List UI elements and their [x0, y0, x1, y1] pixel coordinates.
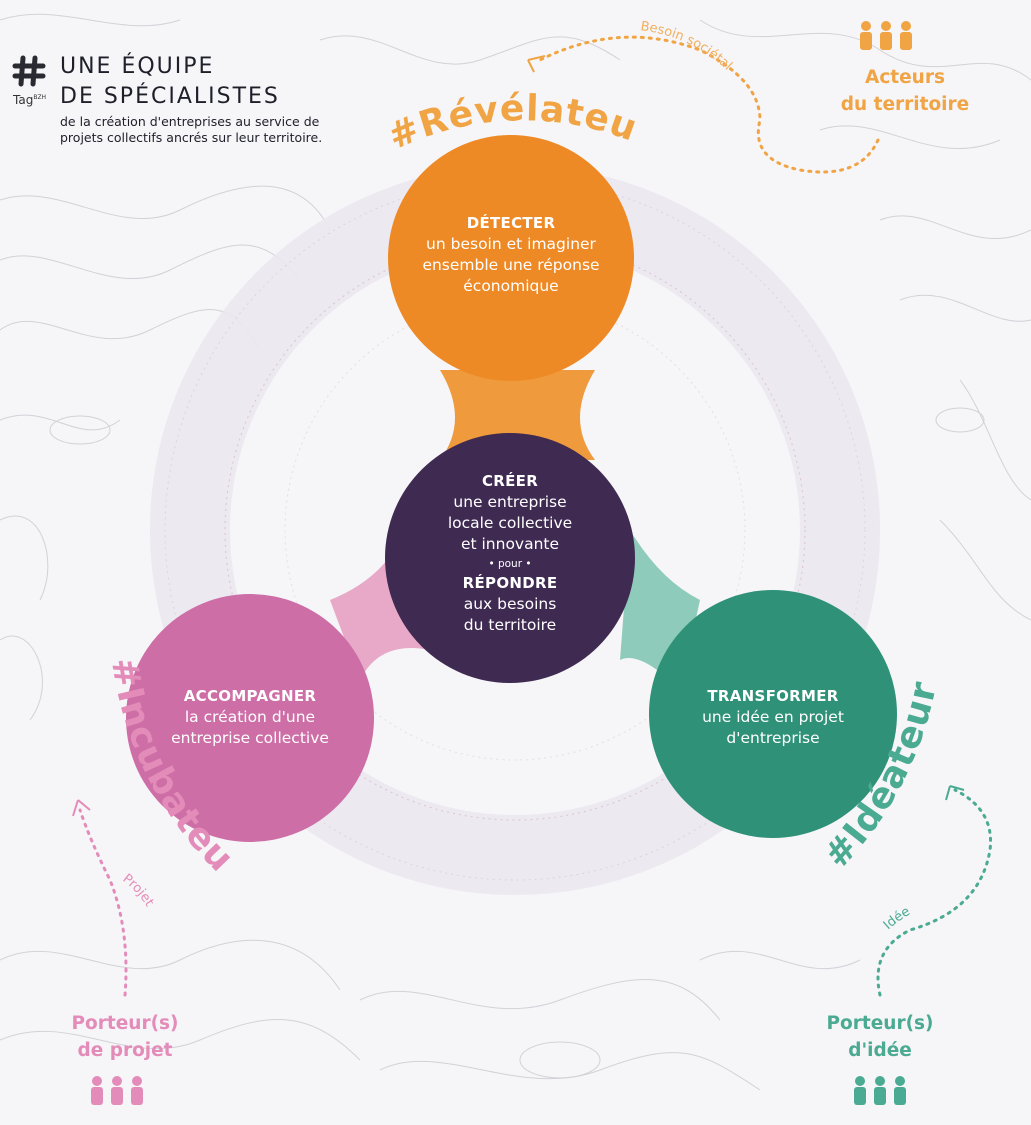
people-icon-projet [91, 1076, 143, 1105]
hashtag-logo-icon [12, 55, 46, 87]
flow-idee-arrow [876, 788, 993, 997]
flow-projet-label: Projet [120, 871, 157, 909]
inner-ring-dots [224, 239, 806, 821]
contour-lines [0, 13, 1031, 1091]
page-subtitle: de la création d'entreprises au service … [60, 114, 323, 145]
actors-territoire-label: Acteurs du territoire [840, 67, 970, 115]
page-title: UNE ÉQUIPE DE SPÉCIALISTES [60, 54, 280, 109]
detecter-text: DÉTECTER un besoin et imaginer ensemble … [422, 214, 600, 295]
transformer-text: TRANSFORMER une idée en projet d'entrepr… [702, 687, 844, 747]
circle-detecter [388, 135, 634, 381]
logo-wordmark: TagBZH [13, 93, 47, 107]
circle-center [385, 433, 635, 683]
center-text: CRÉER une entreprise locale collective e… [447, 472, 573, 634]
people-icon-idee [854, 1076, 906, 1105]
circle-transformer [649, 590, 897, 838]
flow-besoin-arrow [538, 35, 880, 174]
actors-projet-label: Porteur(s) de projet [71, 1013, 179, 1061]
people-icon-territoire [860, 21, 912, 50]
flow-idee-label: Idée [881, 904, 913, 933]
flow-besoin-label: Besoin sociétal [639, 19, 734, 73]
flow-projet-arrow [78, 808, 128, 997]
actors-idee-label: Porteur(s) d'idée [826, 1013, 934, 1061]
accompagner-text: ACCOMPAGNER la création d'une entreprise… [171, 687, 329, 747]
circle-accompagner [126, 594, 374, 842]
